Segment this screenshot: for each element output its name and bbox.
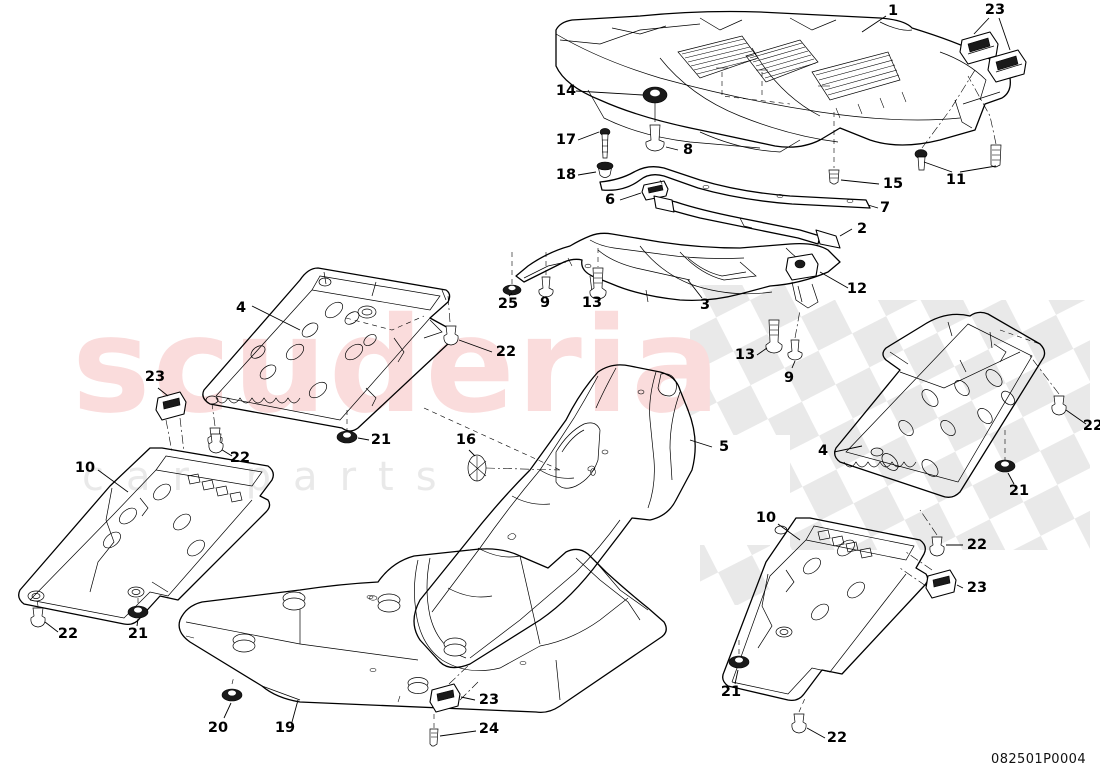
left-rear-panel-10 — [18, 447, 274, 626]
rivet-22-right10b — [791, 695, 826, 739]
callout-16: 16 — [455, 432, 477, 448]
bolt-15 — [828, 112, 880, 185]
clip-23-left — [155, 387, 187, 453]
callout-1: 1 — [887, 3, 899, 19]
callout-13-left: 13 — [581, 295, 603, 311]
callout-23-left: 23 — [144, 369, 166, 385]
callout-9-right: 9 — [783, 370, 795, 386]
leader-1 — [861, 15, 887, 33]
screw-9-right — [787, 309, 803, 369]
grommet-14 — [575, 86, 668, 122]
callout-23-top-right: 23 — [984, 2, 1006, 18]
callout-7: 7 — [879, 200, 891, 216]
callout-4-right: 4 — [817, 443, 829, 459]
callout-22-right4: 22 — [1082, 418, 1100, 434]
callout-10-left: 10 — [74, 460, 96, 476]
callout-19: 19 — [274, 720, 296, 736]
callout-24: 24 — [478, 721, 500, 737]
callout-6: 6 — [604, 192, 616, 208]
callout-5: 5 — [718, 439, 730, 455]
callout-22-right10b: 22 — [826, 730, 848, 746]
bolt-17 — [577, 128, 611, 159]
grommet-20 — [221, 675, 243, 719]
callout-21-left10: 21 — [127, 626, 149, 642]
rivet-22-left10b — [208, 433, 224, 454]
callout-4-left: 4 — [235, 300, 247, 316]
callout-10-right: 10 — [755, 510, 777, 526]
rivet-22-right4 — [1029, 355, 1087, 425]
center-brace-3 — [515, 232, 849, 309]
underbody-shield-19 — [178, 548, 667, 723]
callout-3: 3 — [699, 297, 711, 313]
grommet-25 — [502, 252, 522, 297]
bolt-13-right — [756, 319, 783, 356]
grommet-21-left10 — [127, 598, 149, 627]
tunnel-cover-5 — [413, 364, 713, 669]
callout-21-right4: 21 — [1008, 483, 1030, 499]
right-floor-panel-4 — [833, 311, 1046, 498]
vent-grille-1 — [677, 35, 759, 79]
callout-22-right10: 22 — [966, 537, 988, 553]
vent-grille-3 — [811, 51, 901, 101]
clip-16 — [423, 407, 561, 482]
callout-17: 17 — [555, 132, 577, 148]
bracket-12 — [785, 253, 819, 309]
callout-9-left: 9 — [539, 295, 551, 311]
right-rear-panel-10 — [722, 517, 929, 702]
callout-22-left10: 22 — [57, 626, 79, 642]
rivet-22-left10 — [30, 599, 59, 633]
clip-6 — [619, 180, 669, 201]
clip-23-right — [899, 551, 964, 599]
rivet-22-right10 — [919, 509, 963, 557]
grommet-21-right10 — [728, 640, 750, 685]
callout-25: 25 — [497, 296, 519, 312]
callout-21-right10: 21 — [720, 684, 742, 700]
callout-21-left4: 21 — [370, 432, 392, 448]
bolt-13-left — [589, 248, 607, 300]
left-floor-panel-4 — [202, 267, 455, 432]
callout-22-left4b: 22 — [229, 450, 251, 466]
callout-13-right: 13 — [734, 347, 756, 363]
screw-9-left — [538, 252, 554, 298]
diagram-part-code: 082501P0004 — [991, 752, 1086, 767]
spring-clip-b — [987, 49, 1027, 83]
bolts-11 — [914, 69, 1002, 173]
callout-23-right: 23 — [966, 580, 988, 596]
callout-11: 11 — [945, 172, 967, 188]
callout-2: 2 — [856, 221, 868, 237]
callout-15: 15 — [882, 176, 904, 192]
spring-clip-a — [959, 31, 999, 65]
callout-12: 12 — [846, 281, 868, 297]
screw-24 — [429, 714, 477, 747]
brace-2 — [653, 195, 853, 249]
callout-14: 14 — [555, 83, 577, 99]
rivet-22-left4 — [443, 295, 493, 353]
vent-grille-2 — [745, 39, 819, 83]
clip-pair-top-right — [959, 17, 1027, 83]
callout-22-left4: 22 — [495, 344, 517, 360]
upper-engine-cover — [555, 10, 1011, 153]
cross-brace-7 — [599, 166, 879, 209]
grommet-21-right4 — [994, 430, 1016, 485]
callout-18: 18 — [555, 167, 577, 183]
grommet-21-left4 — [336, 410, 370, 444]
callout-8: 8 — [682, 142, 694, 158]
clip-23-bottom — [429, 663, 479, 713]
callout-20: 20 — [207, 720, 229, 736]
nut-18 — [577, 161, 614, 178]
screw-8 — [645, 124, 679, 152]
callout-23-bottom: 23 — [478, 692, 500, 708]
